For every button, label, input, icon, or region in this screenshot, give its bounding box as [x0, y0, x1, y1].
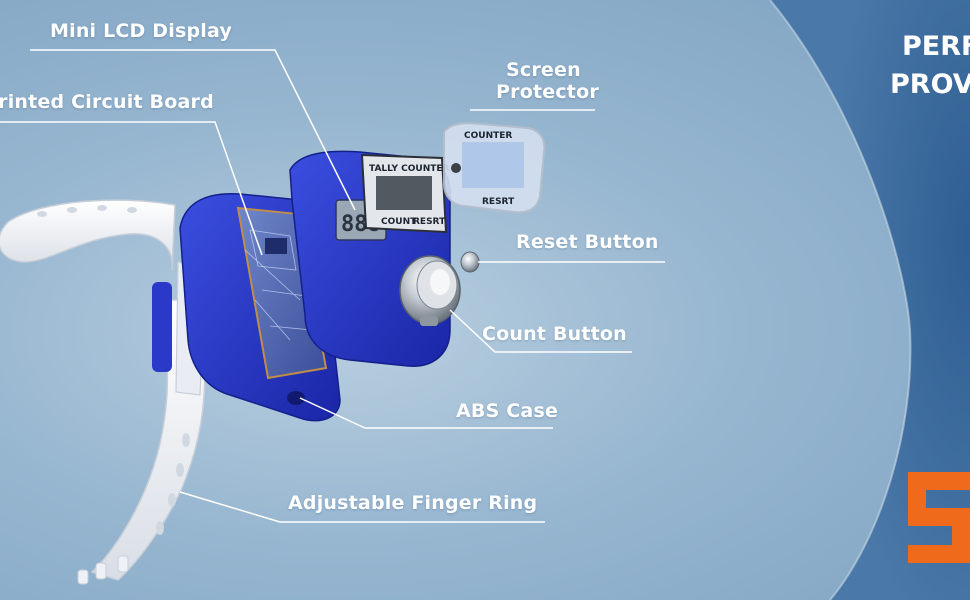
reset-button-part: [460, 251, 480, 273]
label-reset-button: Reset Button: [516, 231, 659, 253]
leader-lines: [0, 49, 665, 523]
leader-pcb: [0, 121, 263, 256]
leader-abs: [299, 397, 553, 429]
finger-ring-strap: [0, 199, 206, 585]
label-mini-lcd-display: Mini LCD Display: [50, 20, 233, 42]
leader-count: [449, 309, 632, 353]
leader-lcd: [30, 49, 356, 211]
headline-panel: [770, 0, 970, 600]
label-abs-case: ABS Case: [456, 400, 559, 422]
brand-logo: [908, 472, 970, 563]
label-printed-circuit-board: Printed Circuit Board: [0, 91, 214, 113]
cover-plate-reset: RESRT: [413, 217, 446, 227]
label-screen-protector-line2: Protector: [496, 81, 599, 103]
cover-plate-title: TALLY COUNTER: [369, 164, 450, 174]
label-count-button: Count Button: [482, 323, 627, 345]
protector-bottom-text: RESRT: [482, 197, 515, 207]
leader-ring: [179, 491, 545, 523]
screen-protector: COUNTER RESRT: [443, 122, 546, 214]
protector-top-text: COUNTER: [464, 131, 512, 141]
headline-line2: PROV: [890, 69, 970, 100]
count-button-part: [399, 255, 461, 326]
cover-plate-count: COUNT: [381, 217, 417, 227]
headline-line1: PERF: [902, 31, 970, 62]
label-adjustable-finger-ring: Adjustable Finger Ring: [288, 492, 538, 514]
label-screen-protector-line1: Screen: [506, 59, 581, 81]
cover-plate: TALLY COUNTER COUNT RESRT: [360, 153, 450, 234]
